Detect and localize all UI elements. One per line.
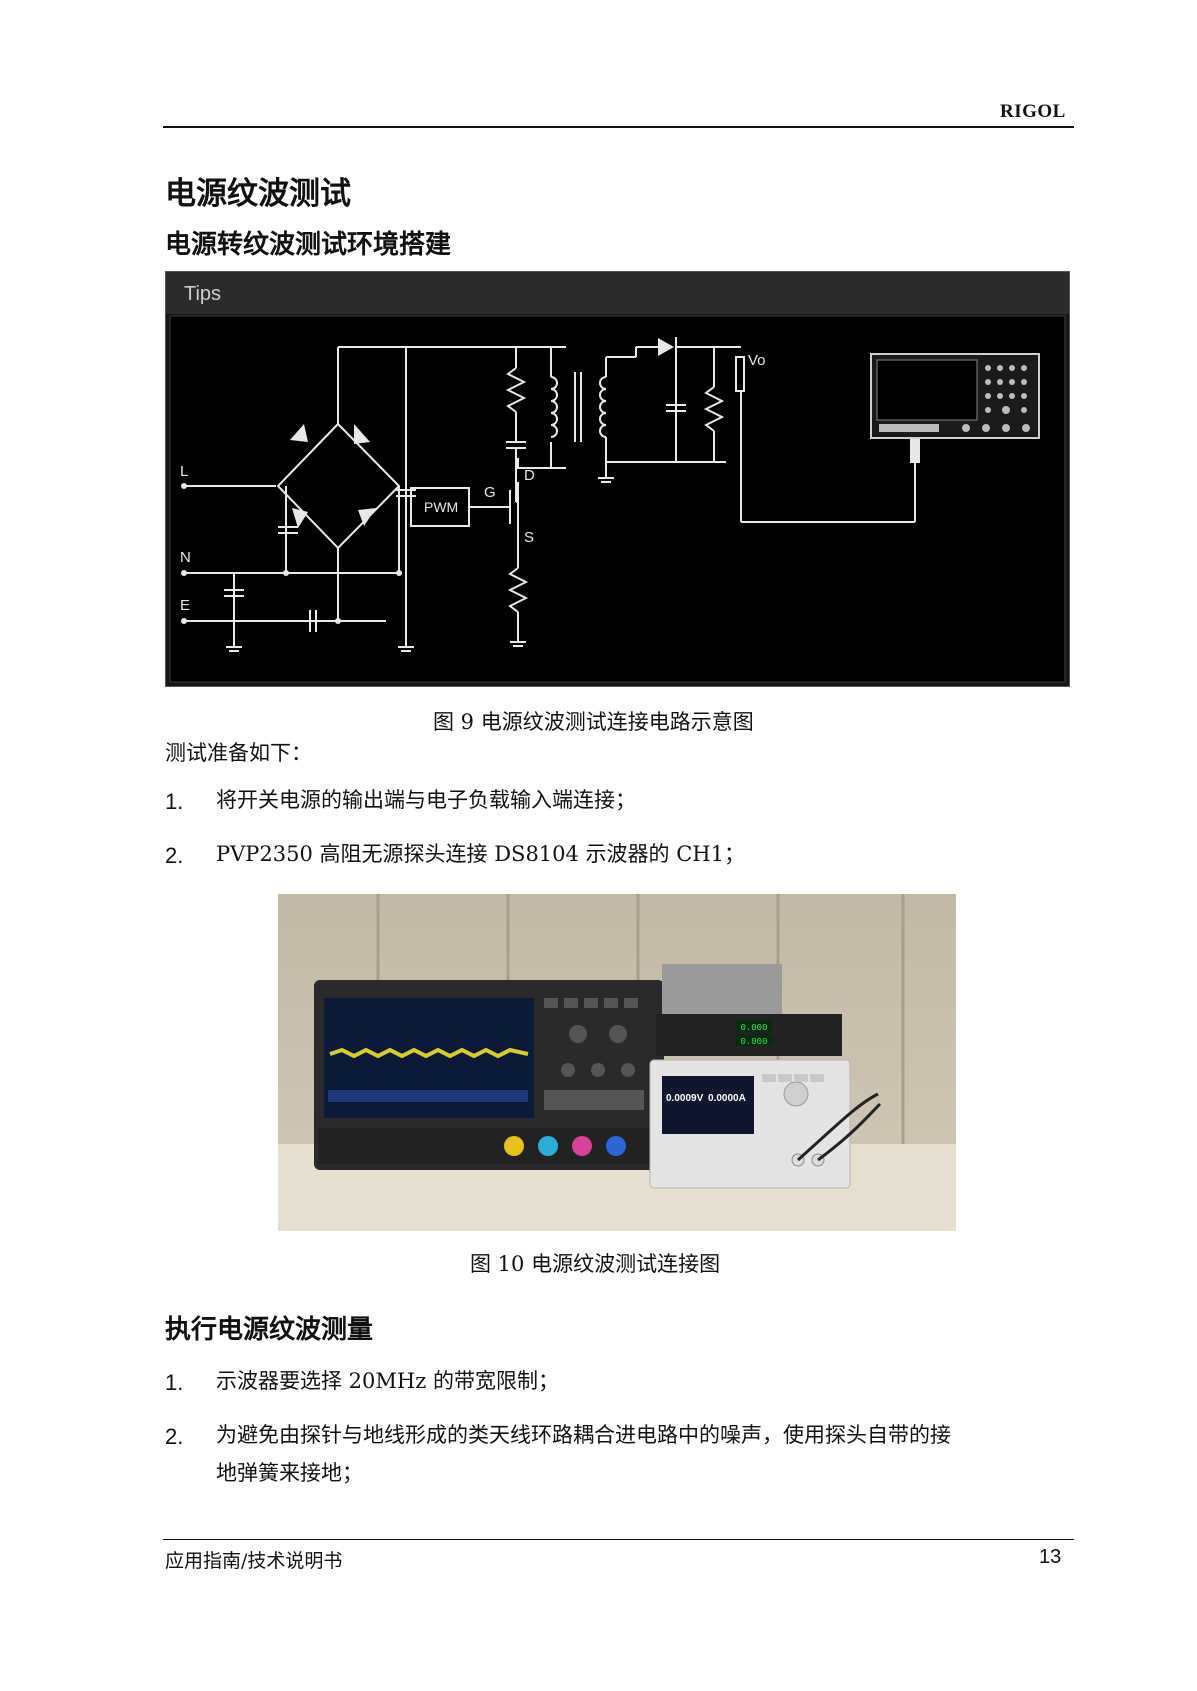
measure-item-2-line1: 为避免由探针与地线形成的类天线环路耦合进电路中的噪声，使用探头自带的接 <box>216 1423 951 1447</box>
measure-title: 执行电源纹波测量 <box>165 1315 374 1345</box>
supply-reading-2: 0.000 <box>740 1037 767 1047</box>
label-d: D <box>524 467 535 484</box>
figure2-caption: 图 10 电源纹波测试连接图 <box>470 1252 721 1276</box>
label-pwm: PWM <box>424 499 458 515</box>
measure-item-2-text: 为避免由探针与地线形成的类天线环路耦合进电路中的噪声，使用探头自带的接 地弹簧来… <box>216 1416 1076 1492</box>
prep-item-1-text: 将开关电源的输出端与电子负载输入端连接； <box>216 788 636 812</box>
label-N: N <box>180 549 191 566</box>
measure-item-1-text: 示波器要选择 20MHz 的带宽限制； <box>216 1369 559 1393</box>
load-current: 0.0000A <box>708 1093 746 1104</box>
header-rule <box>163 126 1074 128</box>
label-vo: Vo <box>748 352 766 369</box>
section-subtitle: 电源转纹波测试环境搭建 <box>165 230 452 260</box>
measure-item-2-line2: 地弹簧来接地； <box>216 1461 363 1485</box>
label-L: L <box>180 463 188 480</box>
prep-item-1-number: 1. <box>165 789 184 814</box>
label-s: S <box>524 529 534 546</box>
supply-reading-1: 0.000 <box>740 1023 767 1033</box>
figure1-caption: 图 9 电源纹波测试连接电路示意图 <box>433 710 754 734</box>
footer-doc-type: 应用指南/技术说明书 <box>165 1550 343 1572</box>
brand-logo: RIGOL <box>1000 101 1066 122</box>
footer-rule <box>163 1539 1074 1540</box>
section-title: 电源纹波测试 <box>165 176 351 212</box>
prep-item-2-number: 2. <box>165 843 184 868</box>
measure-item-1-number: 1. <box>165 1370 184 1395</box>
tips-label: Tips <box>184 283 221 305</box>
prep-item-2-text: PVP2350 高阻无源探头连接 DS8104 示波器的 CH1； <box>216 842 745 866</box>
label-E: E <box>180 597 190 614</box>
connection-photo: 0.000 0.000 0.0009V 0.0000A <box>278 894 956 1231</box>
circuit-figure: Tips <box>165 271 1070 687</box>
prep-intro: 测试准备如下： <box>165 741 312 765</box>
measure-item-2-number: 2. <box>165 1424 184 1449</box>
load-voltage: 0.0009V <box>666 1093 704 1104</box>
label-g: G <box>484 484 496 501</box>
oscilloscope-illustration <box>870 353 1040 439</box>
page-number: 13 <box>1039 1546 1062 1568</box>
